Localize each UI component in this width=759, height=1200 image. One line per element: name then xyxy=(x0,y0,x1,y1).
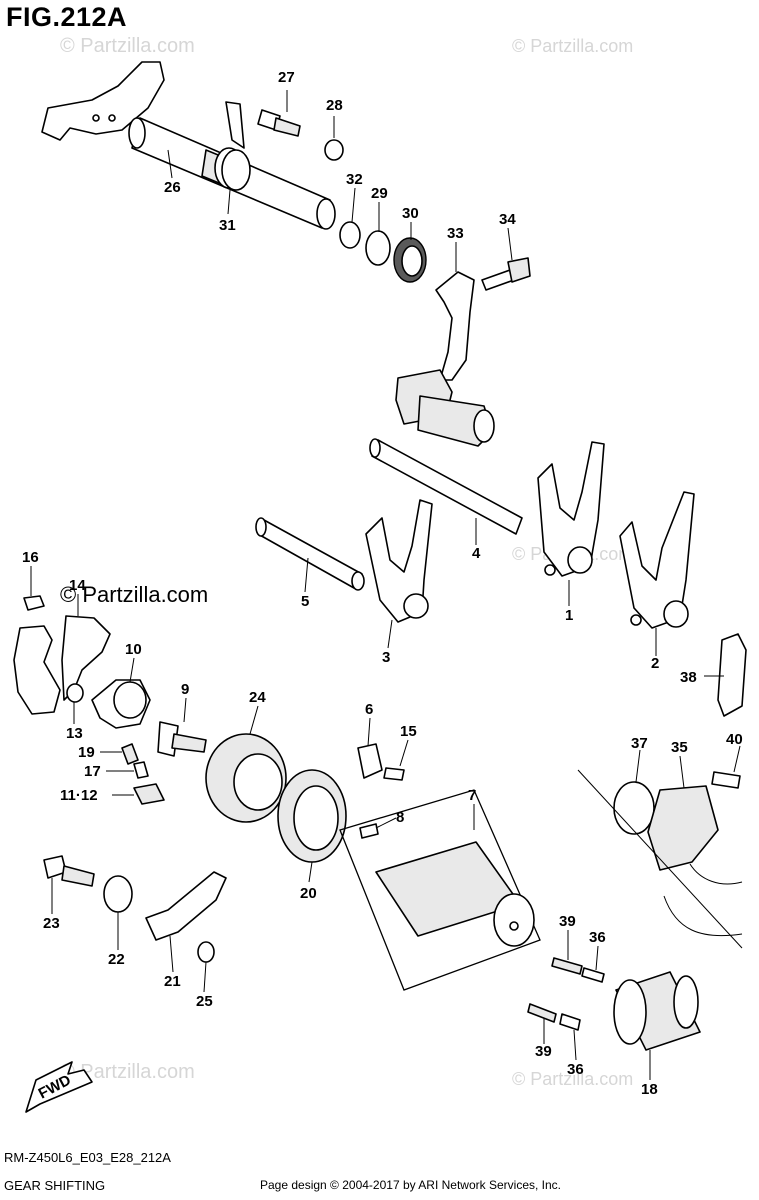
part-bolt xyxy=(481,257,531,291)
part-pawl xyxy=(133,783,165,805)
watermark: © Partzilla.com xyxy=(512,36,633,56)
part-shift-fork xyxy=(537,441,605,577)
part-stopper xyxy=(357,743,383,779)
fwd-arrow-icon: FWD xyxy=(25,1061,93,1113)
copyright-notice: Page design © 2004-2017 by ARI Network S… xyxy=(260,1178,562,1192)
callout-32: 32 xyxy=(346,171,363,188)
callout-15: 15 xyxy=(400,723,417,740)
callout-36: 36 xyxy=(589,929,606,946)
part-shift-fork xyxy=(619,491,695,629)
callout-27: 27 xyxy=(278,69,295,86)
part-clamp xyxy=(717,633,747,717)
callout-10: 10 xyxy=(125,641,142,658)
watermark: © Partzilla.com xyxy=(60,582,208,607)
callout-14: 14 xyxy=(69,577,86,594)
callout-5: 5 xyxy=(301,593,309,610)
callout-9: 9 xyxy=(181,681,189,698)
callout-13: 13 xyxy=(66,725,83,742)
callout-34: 34 xyxy=(499,211,516,228)
callout-19: 19 xyxy=(78,744,95,761)
part-screw xyxy=(23,595,45,611)
part-fork-shaft xyxy=(255,517,365,591)
part-bolt xyxy=(711,771,741,789)
callout-16: 16 xyxy=(22,549,39,566)
callout-37: 37 xyxy=(631,735,648,752)
part-bolt xyxy=(43,855,95,887)
callout-36: 36 xyxy=(567,1061,584,1078)
watermark: © Partzilla.com xyxy=(60,35,195,57)
part-stopper-arm xyxy=(145,871,227,941)
callout-8: 8 xyxy=(396,809,404,826)
part-washer xyxy=(324,139,344,161)
callout-23: 23 xyxy=(43,915,60,932)
callout-25: 25 xyxy=(196,993,213,1010)
part-shift-fork xyxy=(365,499,433,623)
part-fork-shaft xyxy=(369,438,523,535)
part-spring xyxy=(527,1003,557,1023)
part-stopper-plate xyxy=(61,615,111,701)
part-oil-seal xyxy=(393,237,427,283)
part-return-spring xyxy=(214,101,251,191)
part-bearing xyxy=(277,769,347,863)
part-cam-driven-gear xyxy=(91,679,151,729)
part-gear-shift-drum xyxy=(375,841,535,947)
part-bolt xyxy=(257,109,301,137)
part-pin xyxy=(359,823,379,839)
callout-39: 39 xyxy=(535,1043,552,1060)
part-spring xyxy=(121,743,139,765)
part-gear-position-switch xyxy=(647,785,743,937)
part-washer xyxy=(365,230,391,266)
callout-39: 39 xyxy=(559,913,576,930)
callout-24: 24 xyxy=(249,689,266,706)
leader-lines xyxy=(30,90,741,1080)
callout-21: 21 xyxy=(164,973,181,990)
callout-31: 31 xyxy=(219,217,236,234)
callout-26: 26 xyxy=(164,179,181,196)
part-cam-plate xyxy=(13,625,61,715)
part-o-ring xyxy=(613,781,655,835)
part-circlip xyxy=(339,221,361,249)
part-screw xyxy=(383,767,405,781)
part-pin xyxy=(133,761,149,779)
part-needle-bearing xyxy=(613,971,701,1051)
part-pin xyxy=(559,1013,581,1031)
model-code: RM-Z450L6_E03_E28_212A xyxy=(4,1150,171,1165)
part-shift-shaft xyxy=(41,61,336,230)
callout-35: 35 xyxy=(671,739,688,756)
part-bolt xyxy=(157,721,207,757)
boundary-line xyxy=(577,769,743,949)
callout-30: 30 xyxy=(402,205,419,222)
part-washer xyxy=(197,941,215,963)
part-gear-shift-lever xyxy=(395,271,495,447)
callout-40: 40 xyxy=(726,731,743,748)
callout-28: 28 xyxy=(326,97,343,114)
callout-22: 22 xyxy=(108,951,125,968)
figure-title: FIG.212A xyxy=(6,2,128,32)
callout-38: 38 xyxy=(680,669,697,686)
callout-29: 29 xyxy=(371,185,388,202)
callout-4: 4 xyxy=(472,545,481,562)
callout-33: 33 xyxy=(447,225,464,242)
part-gear-shift-cam xyxy=(205,733,287,823)
part-pin xyxy=(581,967,605,983)
drum-assembly-frame xyxy=(339,789,541,991)
section-name: GEAR SHIFTING xyxy=(4,1178,106,1193)
callout-1: 1 xyxy=(565,607,573,624)
callout-11-12: 11·12 xyxy=(60,787,98,804)
callout-17: 17 xyxy=(84,763,101,780)
callout-18: 18 xyxy=(641,1081,658,1098)
part-collar xyxy=(66,683,84,703)
watermark: © Partzilla.com xyxy=(512,1069,633,1089)
watermark: © Partzilla.com xyxy=(60,1061,195,1083)
callout-20: 20 xyxy=(300,885,317,902)
callout-6: 6 xyxy=(365,701,373,718)
callout-2: 2 xyxy=(651,655,659,672)
part-spring xyxy=(551,957,583,975)
callout-3: 3 xyxy=(382,649,390,666)
callout-7: 7 xyxy=(468,787,476,804)
part-spring xyxy=(103,875,133,913)
